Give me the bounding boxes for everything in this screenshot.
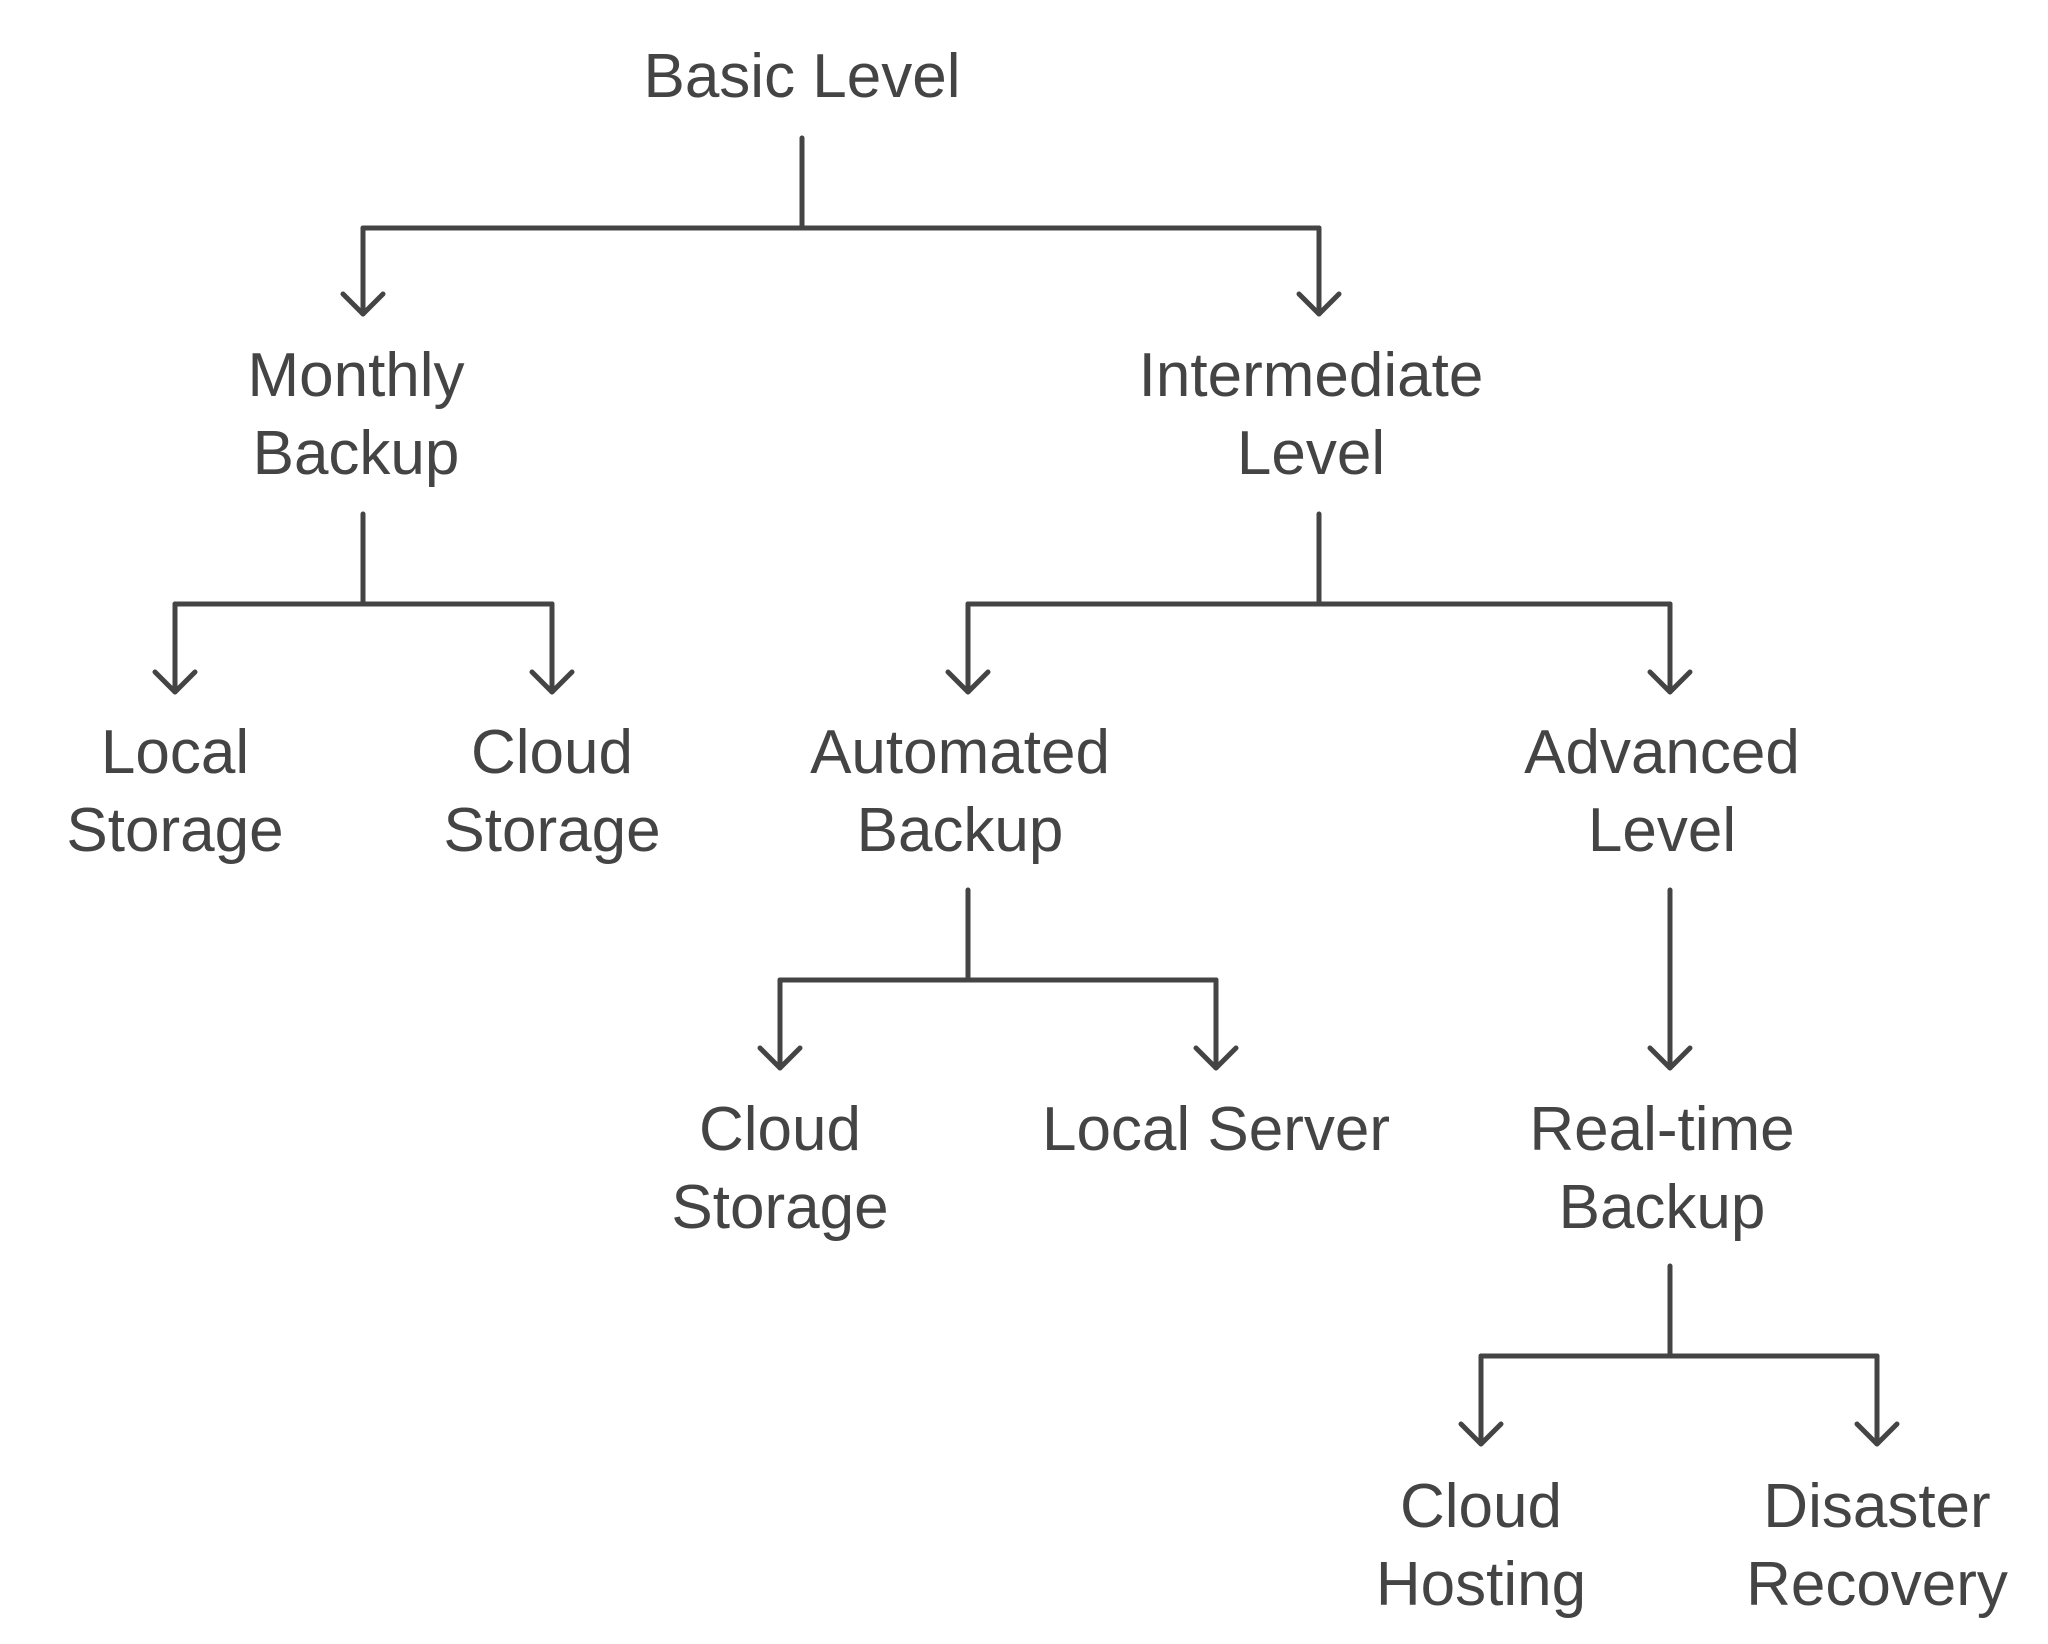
arrowhead-automated-backup [945,669,991,695]
node-monthly-backup: Monthly Backup [247,337,464,493]
node-cloud-storage-2: Cloud Storage [671,1091,888,1247]
node-disaster-recovery-line-2: Recovery [1746,1550,2008,1619]
node-local-storage-line-2: Storage [66,796,284,865]
node-real-time-backup-line-1: Real-time [1529,1095,1795,1164]
arrowhead-local-storage [152,669,198,695]
node-advanced-level-line-1: Advanced [1524,718,1800,787]
node-intermediate-level-line-2: Level [1236,419,1386,488]
connector-advanced-level [1647,887,1693,1071]
node-intermediate-level-line-1: Intermediate [1138,341,1484,410]
node-automated-backup-line-1: Automated [810,718,1110,787]
node-cloud-hosting-line-2: Hosting [1375,1550,1587,1619]
node-basic-level: Basic Level [643,38,960,116]
node-local-server: Local Server [1042,1091,1390,1169]
connector-automated-backup [757,887,1239,1071]
node-automated-backup-line-2: Backup [856,796,1064,865]
node-local-server-line-1: Local Server [1041,1095,1391,1164]
connector-real-time-backup [1458,1263,1900,1447]
arrowhead-local-server [1193,1045,1239,1071]
connector-intermediate-level [945,511,1693,695]
node-cloud-storage-1-line-2: Storage [443,796,661,865]
node-local-storage-line-1: Local [100,718,250,787]
node-cloud-hosting-line-1: Cloud [1400,1472,1562,1541]
arrowhead-cloud-hosting [1458,1421,1504,1447]
node-monthly-backup-line-1: Monthly [247,341,465,410]
node-basic-level-line-1: Basic Level [643,42,961,111]
node-cloud-storage-1: Cloud Storage [443,714,660,870]
arrowhead-intermediate-level [1296,291,1342,317]
node-cloud-storage-2-line-2: Storage [671,1173,889,1242]
arrowhead-cloud-storage-1 [529,669,575,695]
node-automated-backup: Automated Backup [810,714,1110,870]
node-cloud-storage-1-line-1: Cloud [471,718,633,787]
node-advanced-level: Advanced Level [1524,714,1800,870]
node-real-time-backup-line-2: Backup [1558,1173,1766,1242]
connector-monthly-backup [152,511,575,695]
node-cloud-hosting: Cloud Hosting [1376,1468,1586,1624]
arrowhead-cloud-storage-2 [757,1045,803,1071]
arrowhead-disaster-recovery [1854,1421,1900,1447]
node-intermediate-level: Intermediate Level [1139,337,1484,493]
node-disaster-recovery: Disaster Recovery [1746,1468,2008,1624]
node-cloud-storage-2-line-1: Cloud [699,1095,861,1164]
arrowhead-monthly-backup [340,291,386,317]
arrowhead-advanced-level [1647,669,1693,695]
node-real-time-backup: Real-time Backup [1529,1091,1794,1247]
node-disaster-recovery-line-1: Disaster [1763,1472,1991,1541]
connector-basic-level [340,135,1342,317]
node-advanced-level-line-2: Level [1587,796,1737,865]
node-monthly-backup-line-2: Backup [252,419,460,488]
node-local-storage: Local Storage [66,714,283,870]
arrowhead-real-time-backup [1647,1045,1693,1071]
